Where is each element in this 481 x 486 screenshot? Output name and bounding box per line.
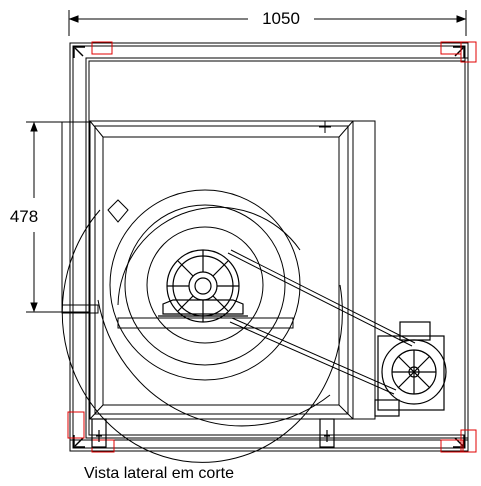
corner-brackets (73, 46, 465, 448)
corner-highlights (67, 41, 477, 453)
outer-frame (69, 42, 469, 452)
fan-impeller (158, 249, 248, 323)
fan-scroll (61, 189, 343, 463)
base-feet (91, 418, 335, 448)
drawing-caption: Vista lateral em corte (84, 465, 234, 482)
motor (374, 321, 447, 417)
width-dimension-label: 1050 (262, 9, 300, 28)
height-dimension-label: 478 (10, 207, 38, 226)
drive-belts (227, 249, 416, 395)
fan-housing (61, 120, 376, 420)
width-dimension (68, 10, 467, 36)
